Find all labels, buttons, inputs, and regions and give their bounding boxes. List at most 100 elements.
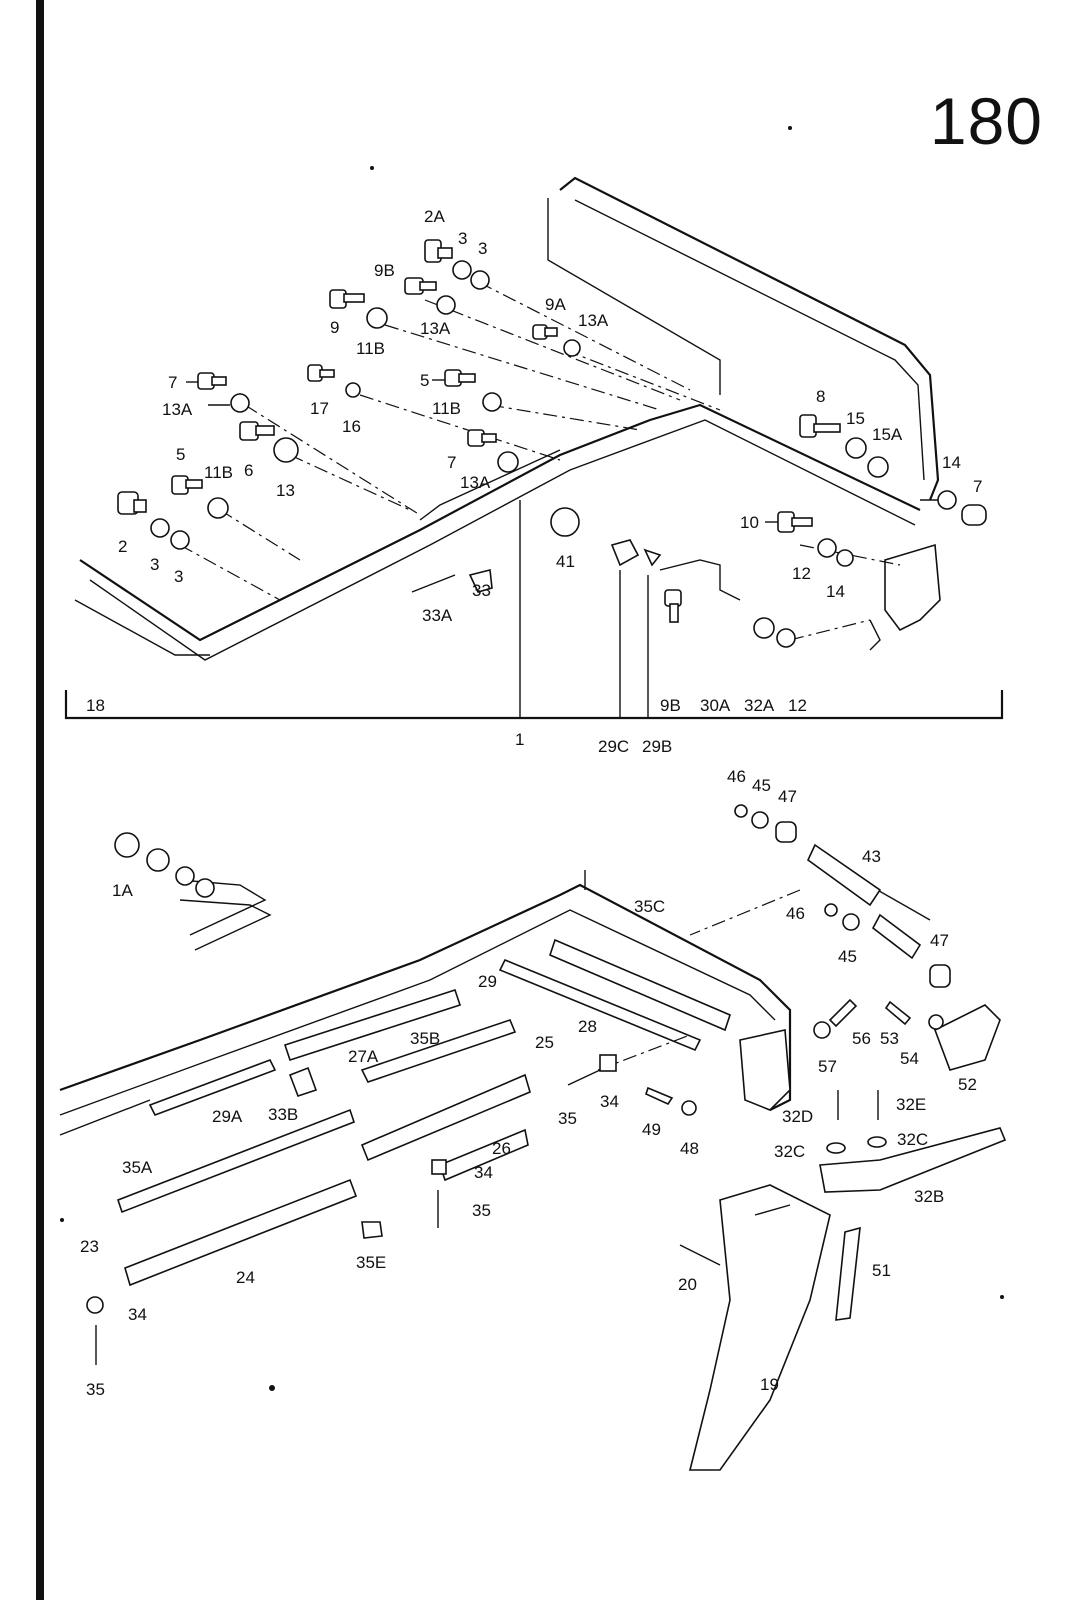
bolt-9A-icon bbox=[532, 324, 558, 340]
bushing-47-icon bbox=[775, 821, 797, 843]
clip-35E-icon bbox=[361, 1221, 383, 1239]
cap-7-icon bbox=[961, 504, 987, 526]
bolt-10-icon bbox=[777, 511, 813, 533]
callout-52: 52 bbox=[958, 1075, 977, 1094]
callout-35A: 35A bbox=[122, 1158, 153, 1177]
bolt-6-icon bbox=[239, 421, 275, 441]
callout-23: 23 bbox=[80, 1237, 99, 1256]
callout-14: 14 bbox=[826, 582, 845, 601]
callout-56: 56 bbox=[852, 1029, 871, 1048]
callout-19: 19 bbox=[760, 1375, 779, 1394]
bolt-2A-icon bbox=[424, 239, 453, 263]
strip-35A-icon bbox=[117, 1108, 355, 1214]
strip-29A-icon bbox=[148, 1058, 277, 1117]
callout-47: 47 bbox=[930, 931, 949, 950]
screw-56-icon bbox=[828, 998, 858, 1028]
washer-13A-icon bbox=[497, 451, 519, 473]
callout-9B: 9B bbox=[374, 261, 395, 280]
rivet-33A-icon bbox=[411, 574, 456, 593]
callout-24: 24 bbox=[236, 1268, 255, 1287]
page-binding-edge bbox=[36, 0, 44, 1600]
callout-32B: 32B bbox=[914, 1187, 944, 1206]
callout-10: 10 bbox=[740, 513, 759, 532]
bushing-47-icon bbox=[929, 964, 951, 988]
callout-15A: 15A bbox=[872, 425, 903, 444]
callout-12: 12 bbox=[792, 564, 811, 583]
callout-32A: 32A bbox=[744, 696, 775, 715]
callout-35: 35 bbox=[472, 1201, 491, 1220]
callout-9: 9 bbox=[330, 318, 339, 337]
nut-34-icon bbox=[431, 1159, 447, 1175]
callout-2A: 2A bbox=[424, 207, 445, 226]
strip-35C-icon bbox=[549, 938, 731, 1032]
bolt-17-icon bbox=[307, 364, 335, 382]
strip-29-icon bbox=[498, 958, 702, 1052]
clip-46-icon bbox=[734, 804, 748, 818]
callout-20: 20 bbox=[678, 1275, 697, 1294]
bolt-9B-icon bbox=[664, 589, 682, 623]
washer-3-icon bbox=[150, 518, 170, 538]
bolt-5-icon bbox=[444, 369, 476, 387]
callout-28: 28 bbox=[578, 1017, 597, 1036]
inset-fasteners-1A-icon bbox=[114, 832, 215, 898]
spring-32A-icon bbox=[753, 617, 775, 639]
callout-29A: 29A bbox=[212, 1107, 243, 1126]
washer-13-icon bbox=[273, 437, 299, 463]
washer-11B-icon bbox=[482, 392, 502, 412]
callout-7: 7 bbox=[168, 373, 177, 392]
washer-45-icon bbox=[842, 913, 860, 931]
callout-7: 7 bbox=[973, 477, 982, 496]
clip-33-icon bbox=[468, 569, 493, 593]
washer-12-icon bbox=[817, 538, 837, 558]
strip-26-icon bbox=[439, 1128, 529, 1182]
washer-16-icon bbox=[345, 382, 361, 398]
grommet-41-icon bbox=[550, 507, 580, 537]
callout-1: 1 bbox=[515, 730, 524, 749]
callout-5: 5 bbox=[420, 371, 429, 390]
callout-18: 18 bbox=[86, 696, 105, 715]
lower-callout-labels: 46 45 47 43 46 45 47 1A 35C 29 28 27A 35… bbox=[80, 767, 977, 1399]
bolt-2-icon bbox=[117, 491, 147, 515]
callout-3: 3 bbox=[150, 555, 159, 574]
callout-45: 45 bbox=[752, 776, 771, 795]
callout-33: 33 bbox=[472, 581, 491, 600]
callout-29: 29 bbox=[478, 972, 497, 991]
callout-17: 17 bbox=[310, 399, 329, 418]
nut-34-icon bbox=[86, 1296, 104, 1314]
lower-frame-assembly bbox=[59, 804, 1007, 1471]
callout-53: 53 bbox=[880, 1029, 899, 1048]
callout-34: 34 bbox=[128, 1305, 147, 1324]
callout-54: 54 bbox=[900, 1049, 919, 1068]
callout-13A: 13A bbox=[420, 319, 451, 338]
trim-panel-19-icon bbox=[688, 1184, 831, 1471]
strip-27A-icon bbox=[283, 988, 462, 1062]
bolt-7-icon bbox=[467, 429, 497, 447]
bolt-7-icon bbox=[197, 372, 227, 390]
callout-14: 14 bbox=[942, 453, 961, 472]
callout-46: 46 bbox=[786, 904, 805, 923]
bracket-52-icon bbox=[933, 1004, 1001, 1071]
callout-27A: 27A bbox=[348, 1047, 379, 1066]
nut-57-icon bbox=[813, 1021, 831, 1039]
bolt-5-icon bbox=[171, 475, 203, 495]
strip-24-icon bbox=[124, 1178, 358, 1287]
callout-51: 51 bbox=[872, 1261, 891, 1280]
callout-35: 35 bbox=[558, 1109, 577, 1128]
latch-32B-icon bbox=[819, 1127, 1007, 1193]
callout-2: 2 bbox=[118, 537, 127, 556]
callout-9B: 9B bbox=[660, 696, 681, 715]
washer-12-icon bbox=[776, 628, 796, 648]
bolt-9-icon bbox=[329, 289, 365, 309]
bolt-53-icon bbox=[884, 1000, 912, 1026]
strip-35B-icon bbox=[360, 1019, 517, 1083]
callout-1A: 1A bbox=[112, 881, 133, 900]
callout-34: 34 bbox=[600, 1092, 619, 1111]
seal-51-icon bbox=[835, 1226, 861, 1321]
callout-7: 7 bbox=[447, 453, 456, 472]
callout-41: 41 bbox=[556, 552, 575, 571]
callout-3: 3 bbox=[458, 229, 467, 248]
callout-15: 15 bbox=[846, 409, 865, 428]
callout-13: 13 bbox=[276, 481, 295, 500]
callout-5: 5 bbox=[176, 445, 185, 464]
